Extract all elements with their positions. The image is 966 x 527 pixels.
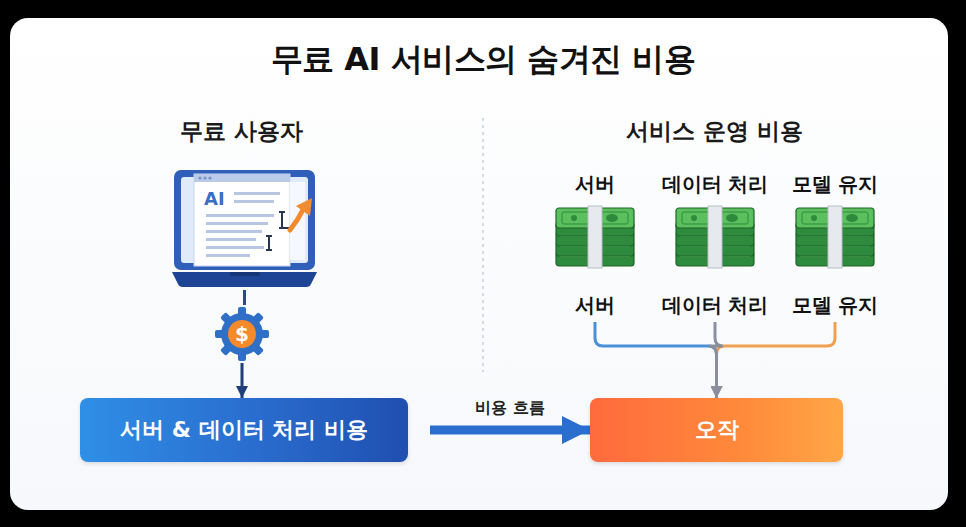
cost-item-label: 모델 유지	[765, 170, 905, 198]
connector	[595, 322, 717, 398]
connector	[717, 322, 836, 398]
laptop-node: AI	[172, 168, 317, 290]
cost-item-node: 데이터 처리데이터 처리	[660, 170, 770, 322]
section-divider	[482, 118, 484, 372]
gear-symbol: $	[213, 322, 271, 346]
connector	[243, 290, 246, 305]
connector	[430, 426, 590, 435]
cost-item-label: 데이터 처리	[640, 170, 790, 198]
result-box: 오작	[590, 398, 843, 462]
money-stack	[792, 202, 878, 272]
cost-item-label: 모델 유지	[765, 291, 905, 319]
cost-item-node: 서버서버	[545, 170, 645, 322]
box-text: 오작	[695, 415, 739, 445]
cost-item-label: 서버	[525, 170, 665, 198]
process-box: 서버 & 데이터 처리 비용	[80, 398, 408, 462]
gear-node: $	[213, 305, 271, 363]
section-heading: 무료 사용자	[82, 116, 402, 147]
money-stack	[672, 202, 758, 272]
connector	[241, 363, 244, 398]
edge-label: 비용 흐름	[430, 398, 590, 419]
cost-item-node: 모델 유지모델 유지	[785, 170, 885, 322]
money-stack	[552, 202, 638, 272]
connector	[709, 322, 724, 398]
section-heading: 서비스 운영 비용	[555, 116, 875, 147]
box-text: 서버 & 데이터 처리 비용	[120, 415, 368, 445]
screen-text: AI	[204, 188, 225, 209]
diagram-title: 무료 AI 서비스의 숨겨진 비용	[0, 38, 966, 82]
laptop-illustration	[172, 168, 317, 290]
cost-item-label: 데이터 처리	[640, 291, 790, 319]
cost-item-label: 서버	[525, 291, 665, 319]
